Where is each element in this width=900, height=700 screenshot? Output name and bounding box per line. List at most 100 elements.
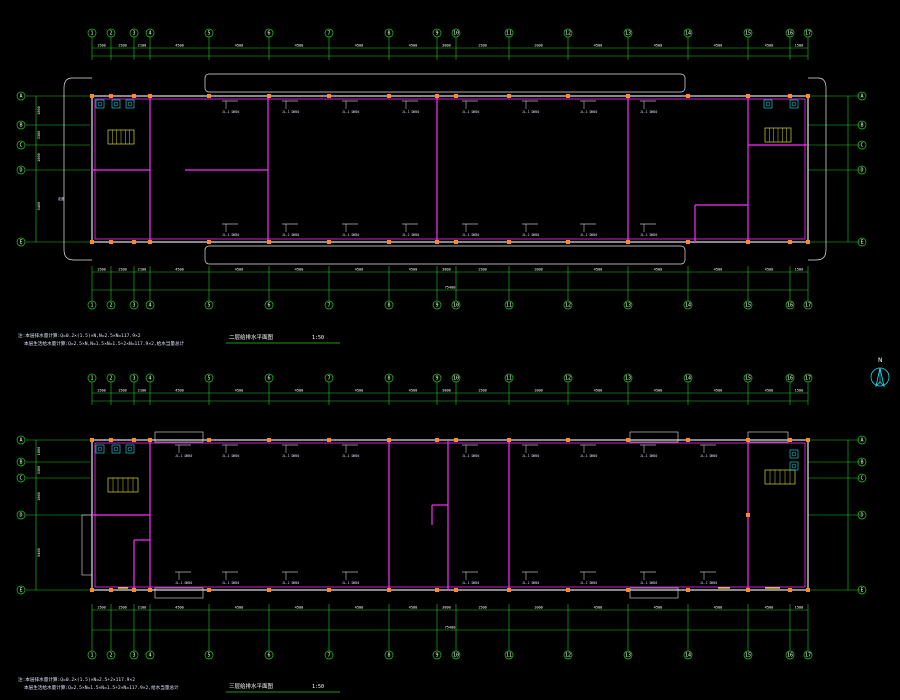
column-marker xyxy=(435,438,439,442)
column-marker xyxy=(454,438,458,442)
dimension-text-top: 4500 xyxy=(594,44,603,48)
axis-label-bottom: 9 xyxy=(435,303,438,309)
fixture-tag: JL-1 DN50 xyxy=(402,233,419,237)
axis-bubble-bottom xyxy=(145,650,155,660)
column-marker xyxy=(686,240,690,244)
axis-label-right: D xyxy=(860,168,863,174)
plumbing-fixture-icon xyxy=(125,444,135,454)
canopy-outline-left xyxy=(63,77,92,261)
column-marker xyxy=(109,240,113,244)
axis-label-top: 3 xyxy=(132,376,135,382)
axis-bubble-right xyxy=(857,585,867,595)
axis-label-bottom: 5 xyxy=(207,303,210,309)
axis-label-top: 17 xyxy=(805,31,811,37)
axis-label-top: 10 xyxy=(453,31,459,37)
column-marker xyxy=(90,94,94,98)
axis-label-bottom: 4 xyxy=(148,303,151,309)
axis-bubble-bottom xyxy=(563,300,573,310)
lower-plan-scale: 1:50 xyxy=(312,684,324,690)
north-arrow-icon: N xyxy=(870,357,890,388)
axis-label-top: 11 xyxy=(506,31,512,37)
entrance-canopy-top xyxy=(154,431,204,443)
axis-bubble-left xyxy=(16,510,26,520)
axis-bubble-top xyxy=(563,373,573,383)
column-marker xyxy=(327,588,331,592)
dimension-text-top: 1000 xyxy=(534,44,543,48)
entrance-canopy-bottom xyxy=(154,587,204,599)
dimension-text-left: 1800 xyxy=(37,153,41,162)
axis-bubble-bottom xyxy=(623,300,633,310)
axis-bubble-bottom xyxy=(743,300,753,310)
axis-bubble-top xyxy=(785,373,795,383)
overall-dimension-text: 75400 xyxy=(445,626,456,630)
upper-note-line-1: 注:本层排水量计算:Q=0.2×(1.5)×N,N=2.5×N=117.9×2 xyxy=(18,332,141,339)
axis-bubble-top xyxy=(264,373,274,383)
column-marker xyxy=(626,94,630,98)
axis-bubble-top xyxy=(785,28,795,38)
axis-bubble-top xyxy=(504,373,514,383)
column-marker xyxy=(387,94,391,98)
axis-bubble-bottom xyxy=(432,300,442,310)
dimension-text-bottom: 1500 xyxy=(97,268,106,272)
axis-label-top: 2 xyxy=(109,376,112,382)
dimension-text-top: 1500 xyxy=(795,44,804,48)
column-marker xyxy=(566,438,570,442)
axis-label-right: C xyxy=(860,476,863,482)
fixture-tag: JL-1 DN50 xyxy=(580,581,597,585)
axis-bubble-bottom xyxy=(683,650,693,660)
axis-label-left: A xyxy=(19,94,22,100)
axis-bubble-right xyxy=(857,435,867,445)
axis-label-bottom: 10 xyxy=(453,653,459,659)
roof-overhang-bottom xyxy=(204,245,686,265)
lower-note-line-2: 本层生活给水量计算:Q=2.5×N=1.5×N=1.5+2×N=117.9×2,… xyxy=(24,684,179,691)
axis-label-bottom: 14 xyxy=(685,303,691,309)
column-marker xyxy=(507,438,511,442)
axis-label-top: 15 xyxy=(745,376,751,382)
axis-bubble-top xyxy=(504,28,514,38)
dimension-text-top: 1500 xyxy=(97,389,106,393)
axis-label-bottom: 12 xyxy=(565,653,571,659)
column-marker xyxy=(132,588,136,592)
fixture-tag: JL-1 DN50 xyxy=(175,581,192,585)
plumbing-fixture-icon xyxy=(95,99,105,109)
axis-bubble-top xyxy=(451,373,461,383)
fixture-drain-icon xyxy=(791,451,797,457)
dimension-text-bottom: 4500 xyxy=(235,606,244,610)
column-marker xyxy=(148,438,152,442)
axis-label-bottom: 12 xyxy=(565,303,571,309)
axis-bubble-right xyxy=(857,457,867,467)
upper-plan-scale: 1:50 xyxy=(312,335,324,341)
axis-bubble-top xyxy=(384,373,394,383)
axis-bubble-bottom xyxy=(384,300,394,310)
dimension-text-top: 4500 xyxy=(654,44,663,48)
dimension-text-top: 4500 xyxy=(594,389,603,393)
axis-label-right: C xyxy=(860,143,863,149)
column-marker xyxy=(746,438,750,442)
column-marker xyxy=(806,240,810,244)
axis-bubble-bottom xyxy=(623,650,633,660)
axis-label-top: 17 xyxy=(805,376,811,382)
dimension-text-bottom: 1500 xyxy=(478,268,487,272)
column-marker xyxy=(746,240,750,244)
axis-label-top: 12 xyxy=(565,31,571,37)
column-marker xyxy=(507,94,511,98)
axis-bubble-bottom xyxy=(504,650,514,660)
axis-bubble-bottom xyxy=(264,300,274,310)
dimension-text-left: 1800 xyxy=(37,106,41,115)
fixture-tag: JL-1 DN50 xyxy=(282,454,299,458)
dimension-text-left: 3300 xyxy=(37,131,41,140)
column-marker xyxy=(566,588,570,592)
plumbing-fixture-icon xyxy=(789,449,799,459)
plumbing-fixture-icon xyxy=(95,444,105,454)
axis-bubble-bottom xyxy=(145,300,155,310)
column-marker xyxy=(109,588,113,592)
axis-label-right: E xyxy=(860,588,863,594)
axis-bubble-bottom xyxy=(451,650,461,660)
axis-bubble-top xyxy=(129,28,139,38)
dimension-text-top: 4500 xyxy=(295,44,304,48)
dimension-text-bottom: 4500 xyxy=(175,268,184,272)
dimension-text-bottom: 4500 xyxy=(594,606,603,610)
axis-bubble-top xyxy=(803,373,813,383)
axis-bubble-right xyxy=(857,165,867,175)
